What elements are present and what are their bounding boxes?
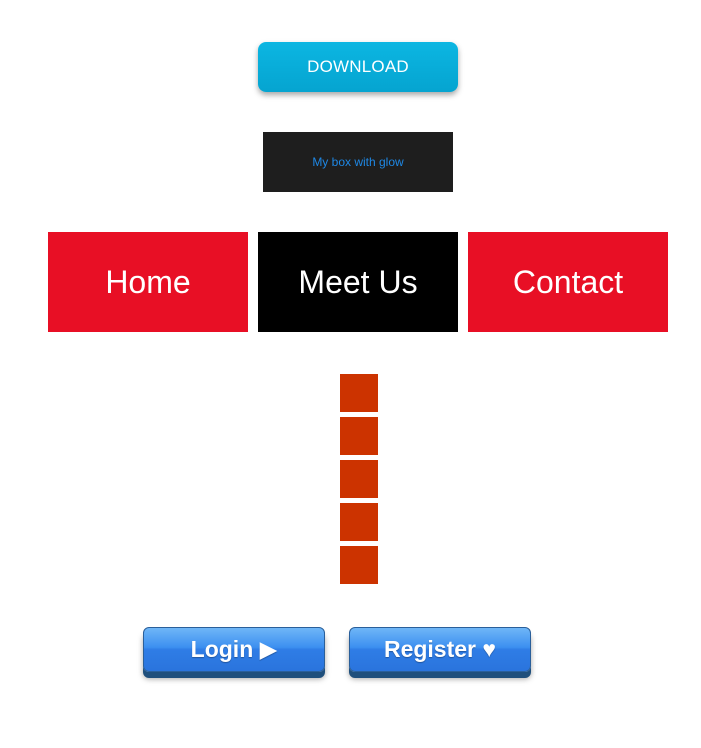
- nav-item-meet-us[interactable]: Meet Us: [258, 232, 458, 332]
- glow-box: My box with glow: [263, 132, 453, 192]
- square-block: [340, 460, 378, 498]
- login-button-label: Login ▶: [190, 636, 278, 662]
- register-button[interactable]: Register ♥: [349, 627, 531, 672]
- login-button[interactable]: Login ▶: [143, 627, 325, 672]
- nav-item-contact[interactable]: Contact: [468, 232, 668, 332]
- glow-box-text: My box with glow: [312, 155, 404, 169]
- register-button-label: Register ♥: [383, 636, 497, 662]
- square-block: [340, 417, 378, 455]
- square-block: [340, 546, 378, 584]
- nav-item-home-label: Home: [105, 263, 191, 300]
- nav-item-contact-label: Contact: [512, 263, 624, 300]
- nav-item-home[interactable]: Home: [48, 232, 248, 332]
- download-button[interactable]: DOWNLOAD: [258, 42, 458, 92]
- square-block: [340, 503, 378, 541]
- nav-item-meet-us-label: Meet Us: [298, 263, 418, 300]
- square-block: [340, 374, 378, 412]
